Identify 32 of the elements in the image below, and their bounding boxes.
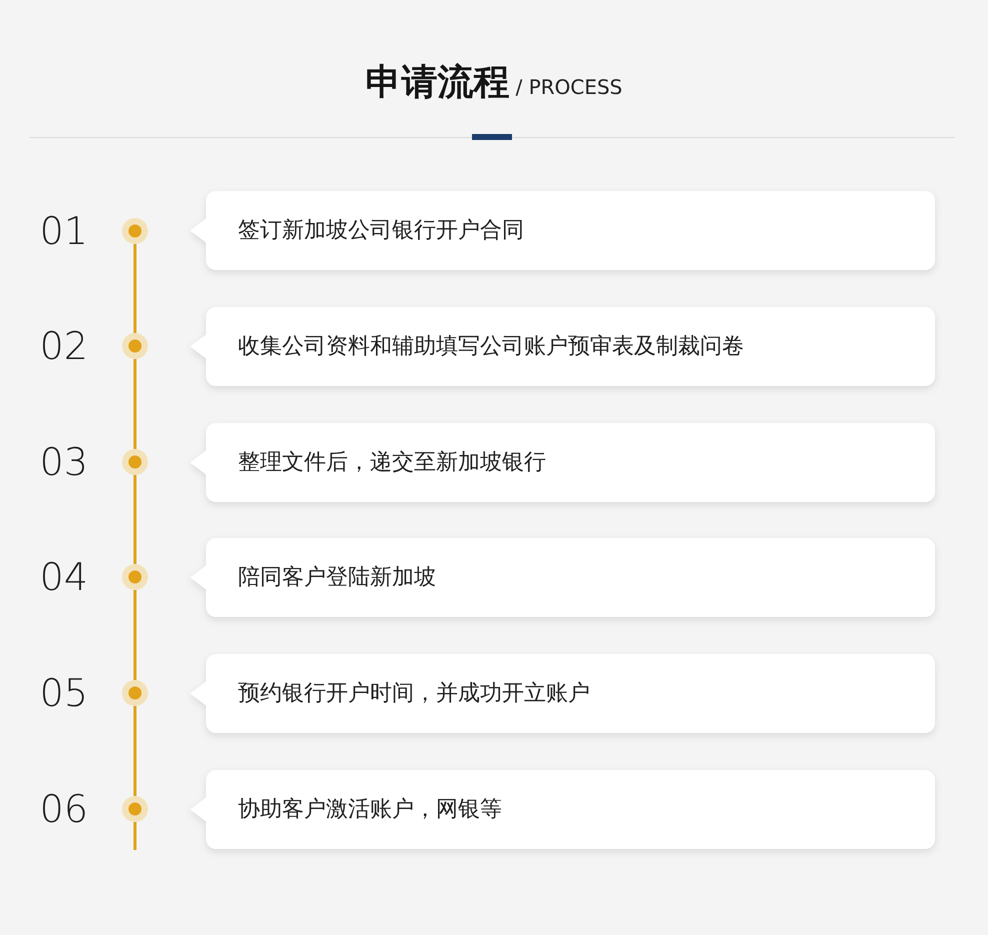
timeline-line <box>134 822 136 850</box>
timeline-line <box>134 475 136 564</box>
subtitle: / PROCESS <box>516 75 622 99</box>
step-number: 02 <box>40 323 88 370</box>
step-card <box>190 538 935 617</box>
step-card <box>190 770 935 849</box>
step-text: 签订新加坡公司银行开户合同 <box>238 216 524 244</box>
step-number: 05 <box>40 670 88 717</box>
timeline-line <box>134 244 136 333</box>
step-card <box>190 191 935 270</box>
timeline-line <box>134 359 136 449</box>
timeline-line <box>134 706 136 796</box>
step-text: 预约银行开户时间，并成功开立账户 <box>238 680 590 708</box>
step-card <box>190 423 935 502</box>
step-number: 06 <box>40 786 88 833</box>
step-number: 01 <box>40 208 88 255</box>
timeline-dot <box>122 796 148 822</box>
step-text: 整理文件后，递交至新加坡银行 <box>238 448 546 476</box>
timeline-line <box>134 590 136 680</box>
title: 申请流程 <box>366 61 510 105</box>
step-card <box>190 307 935 386</box>
step-text: 陪同客户登陆新加坡 <box>238 564 436 592</box>
step-number: 03 <box>40 439 88 486</box>
timeline-dot <box>122 680 148 706</box>
step-text: 收集公司资料和辅助填写公司账户预审表及制裁问卷 <box>238 332 744 360</box>
timeline-dot <box>122 449 148 475</box>
timeline-dot <box>122 564 148 590</box>
step-text: 协助客户激活账户，网银等 <box>238 796 502 824</box>
step-card <box>190 654 935 733</box>
step-number: 04 <box>40 554 88 601</box>
timeline-dot <box>122 333 148 359</box>
timeline-dot <box>122 218 148 244</box>
